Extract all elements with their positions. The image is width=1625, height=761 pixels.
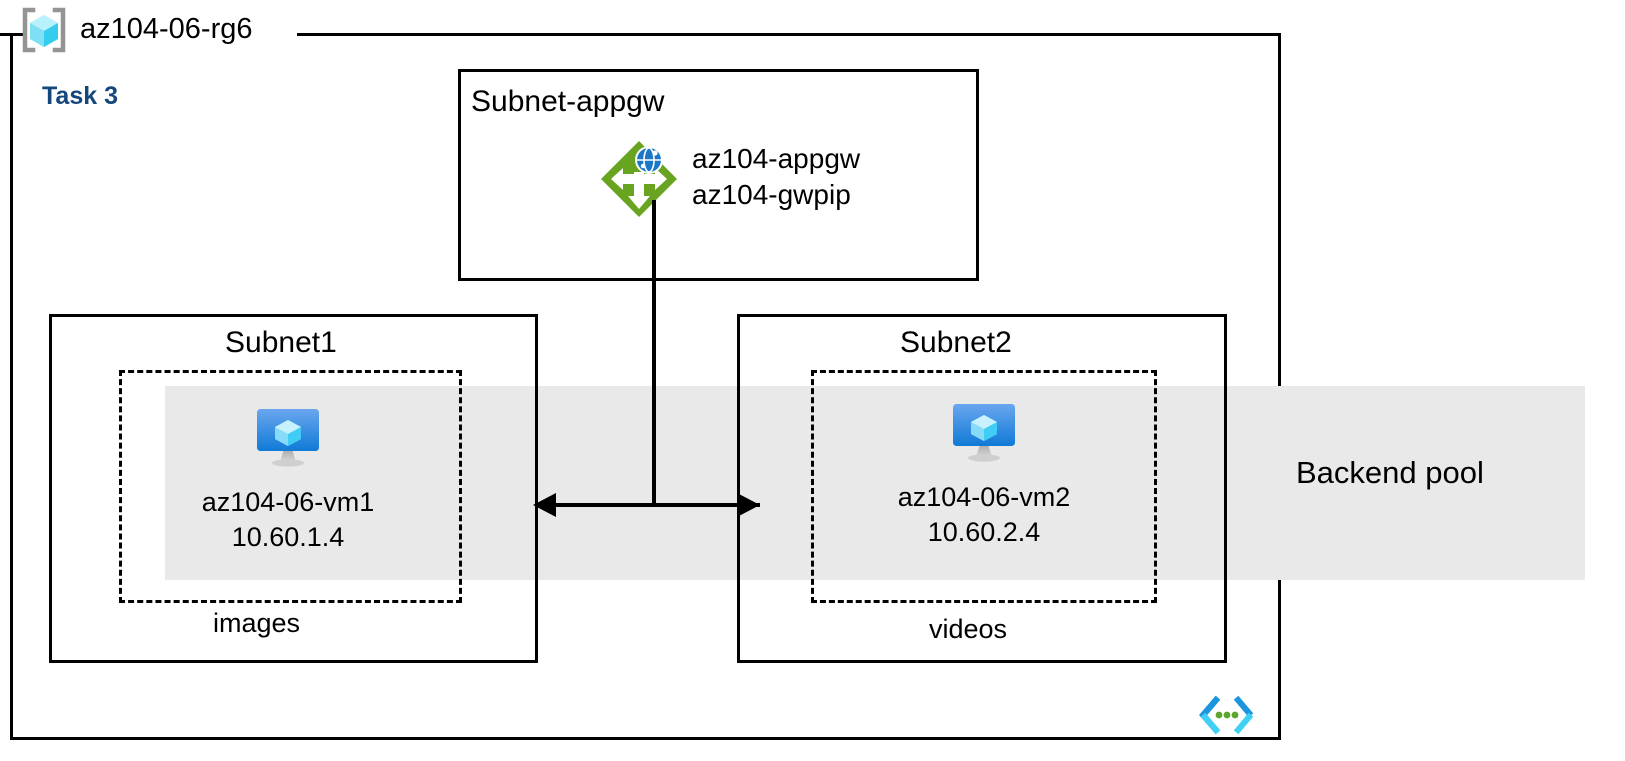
resource-group-name: az104-06-rg6	[80, 12, 253, 45]
backend-pool-label: Backend pool	[1296, 455, 1484, 490]
resource-group-icon	[22, 7, 66, 53]
application-gateway-labels: az104-appgw az104-gwpip	[692, 141, 860, 217]
subnet1-title: Subnet1	[225, 326, 337, 359]
vm2-name: az104-06-vm2	[897, 482, 1071, 512]
vm1-text: az104-06-vm1 10.60.1.4	[188, 485, 388, 554]
subnet-appgw-box	[458, 69, 979, 281]
backend-pool-band	[165, 386, 1585, 580]
vm1-name: az104-06-vm1	[201, 487, 375, 517]
connector-arrow-right	[737, 493, 760, 517]
subnet2-box	[737, 314, 1227, 663]
resource-group-border-top	[297, 33, 1281, 36]
appgw-connector-line	[652, 200, 656, 506]
subnet1-dashed-boundary	[119, 370, 462, 603]
vm1-ip: 10.60.1.4	[231, 521, 345, 552]
virtual-machine-icon	[257, 409, 319, 467]
subnet1-box	[49, 314, 538, 663]
task-label: Task 3	[42, 82, 118, 110]
virtual-machine-icon	[953, 404, 1015, 462]
vm2-node: az104-06-vm2 10.60.2.4	[884, 400, 1084, 549]
code-brackets-icon	[1199, 695, 1254, 735]
resource-group-border-left	[10, 33, 13, 740]
subnet-appgw-title: Subnet-appgw	[471, 85, 665, 118]
subnet-connector-line	[551, 503, 760, 507]
subnet2-dashed-boundary	[811, 370, 1157, 603]
application-gateway-icon	[601, 141, 677, 217]
vm2-text: az104-06-vm2 10.60.2.4	[884, 480, 1084, 549]
appgw-public-ip-name: az104-gwpip	[692, 179, 851, 210]
subnet1-storage-label: images	[213, 608, 301, 638]
appgw-name: az104-appgw	[692, 142, 861, 174]
resource-group-header: az104-06-rg6	[18, 6, 253, 54]
application-gateway-node: az104-appgw az104-gwpip	[598, 138, 860, 220]
vm1-node: az104-06-vm1 10.60.1.4	[188, 405, 388, 554]
connector-arrow-left	[533, 493, 556, 517]
vm2-ip: 10.60.2.4	[927, 516, 1041, 547]
subnet2-storage-label: videos	[929, 614, 1008, 644]
resource-group-border-bottom	[10, 737, 1281, 740]
subnet2-title: Subnet2	[900, 326, 1012, 359]
